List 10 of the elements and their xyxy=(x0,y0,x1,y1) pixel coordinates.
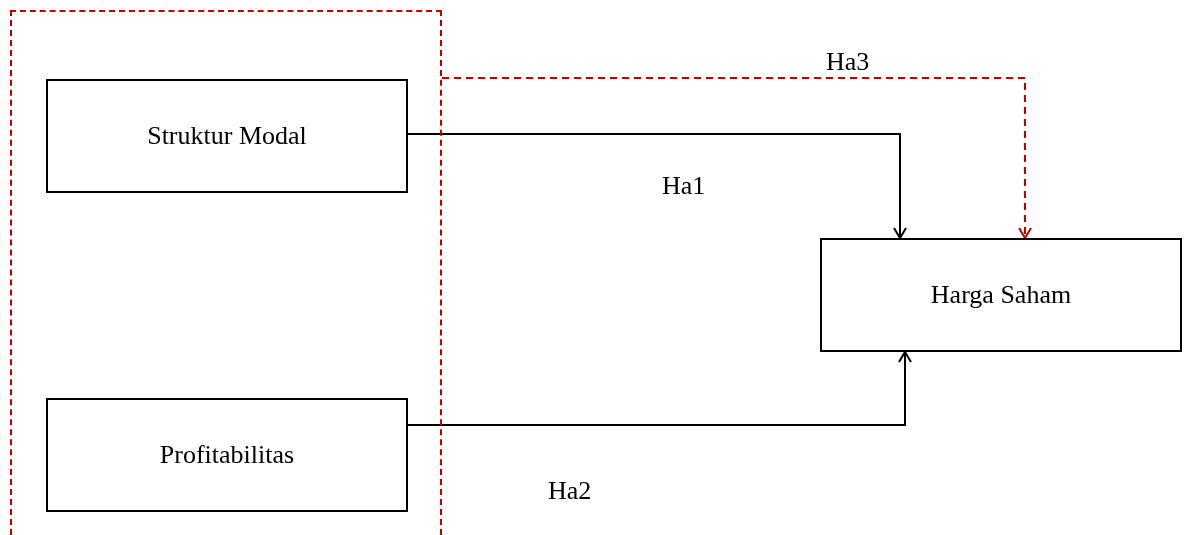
dashed-group-box xyxy=(10,10,442,535)
arrow xyxy=(407,133,907,239)
node-label: Struktur Modal xyxy=(147,121,307,151)
variable-box xyxy=(46,398,408,512)
node-label: Harga Saham xyxy=(930,280,1072,310)
node-label: Profitabilitas xyxy=(159,440,295,470)
arrow xyxy=(441,77,1032,239)
arrow xyxy=(407,351,912,426)
variable-box xyxy=(820,238,1182,352)
variable-box xyxy=(46,79,408,193)
